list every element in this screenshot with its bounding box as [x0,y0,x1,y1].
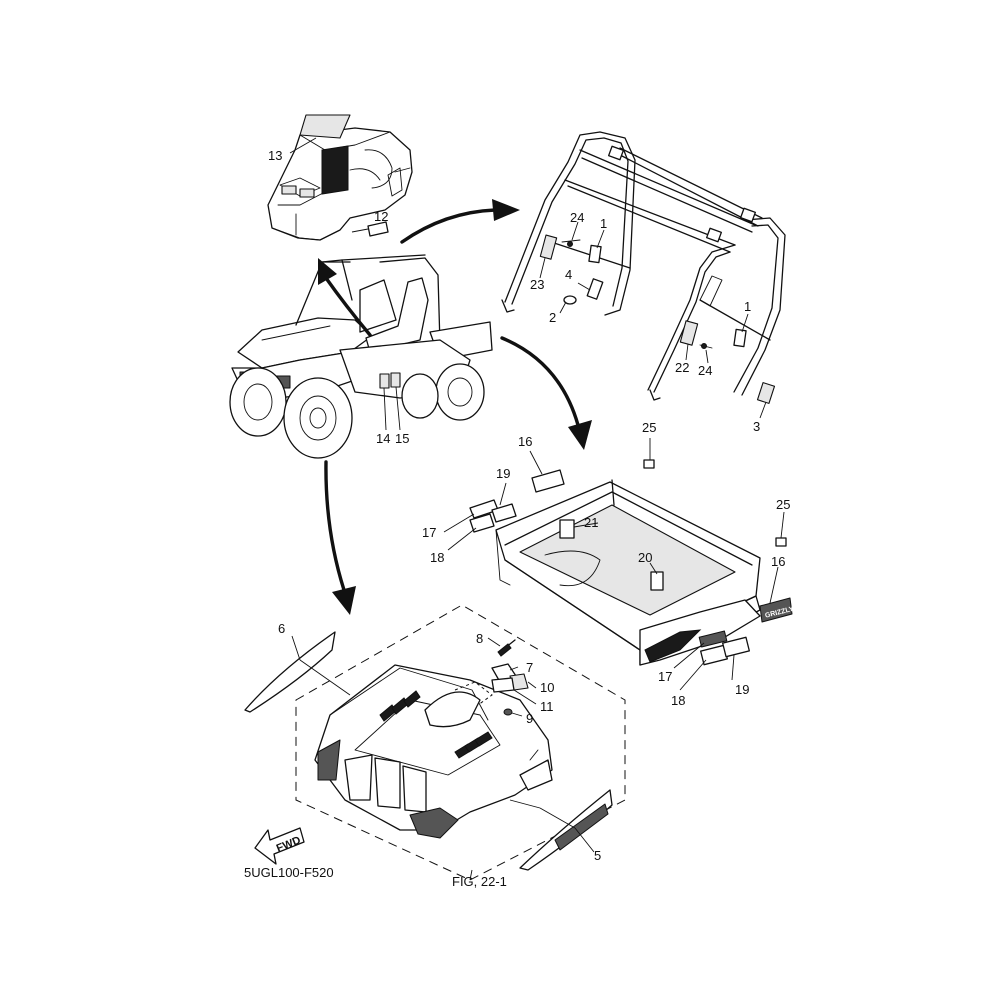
cargo-bed: GRIZZLY [469,459,795,666]
label-8: 8 [476,631,483,646]
figure-code: 5UGL100-F520 [244,865,334,880]
dash-vent-slot-icon [321,145,349,195]
decal-4 [586,278,604,300]
decal-6 [244,631,336,713]
label-17-a: 17 [422,525,436,540]
label-2: 2 [549,310,556,325]
decal-12 [367,221,389,237]
label-1-b: 1 [744,299,751,314]
label-14: 14 [376,431,390,446]
leader-lines [289,137,785,881]
decal-8 [497,643,512,657]
decal-1-a [588,244,602,264]
label-19-b: 19 [735,682,749,697]
front-right-wheel [283,377,353,459]
dash-panel-assembly [267,114,413,241]
vehicle-overview [229,254,493,459]
decal-25-a [643,459,655,469]
rear-wheel [435,363,485,421]
label-7: 7 [526,660,533,675]
label-3: 3 [753,419,760,434]
label-13: 13 [268,148,282,163]
label-1-a: 1 [600,216,607,231]
part-number-labels: 13 12 24 1 4 23 2 1 22 24 3 14 15 16 25 … [268,148,790,863]
label-11: 11 [540,699,554,714]
decal-13 [299,114,351,139]
decal-25-b [775,537,787,547]
front-left-wheel [229,367,287,437]
label-22: 22 [675,360,689,375]
decal-5 [519,789,613,871]
decal-2 [563,295,577,305]
roll-cage [501,131,786,404]
label-19-a: 19 [496,466,510,481]
decal-17-b [698,630,728,648]
decal-15 [390,372,401,388]
decal-23 [539,234,558,260]
decal-21 [559,519,575,539]
label-6: 6 [278,621,285,636]
decal-11 [491,677,515,693]
decal-18-a [469,513,495,533]
label-16-b: 16 [771,554,785,569]
label-20: 20 [638,550,652,565]
label-15: 15 [395,431,409,446]
decal-16-a [531,469,565,493]
label-12: 12 [374,209,388,224]
decal-9 [503,708,513,716]
decal-20 [650,571,664,591]
label-25-a: 25 [642,420,656,435]
label-5: 5 [594,848,601,863]
label-23: 23 [530,277,544,292]
label-24-a: 24 [570,210,584,225]
label-18-a: 18 [430,550,444,565]
label-25-b: 25 [776,497,790,512]
label-16-a: 16 [518,434,532,449]
label-17-b: 17 [658,669,672,684]
label-4: 4 [565,267,572,282]
decal-3 [756,382,776,404]
flow-arrows [318,199,592,615]
front-cowl-group: RHINO [244,604,626,881]
decal-22 [679,320,699,346]
label-21: 21 [584,515,598,530]
decal-19-b [722,636,750,658]
decal-16-b [759,597,793,623]
label-18-b: 18 [671,693,685,708]
fig-reference: FIG, 22-1 [452,874,507,889]
decal-19-a [491,503,517,523]
fwd-direction-badge: FWD [254,827,305,865]
label-9: 9 [526,711,533,726]
label-24-b: 24 [698,363,712,378]
decal-1-b [733,328,747,348]
label-10: 10 [540,680,554,695]
decal-14 [379,373,390,389]
fig-22-1-boundary [295,604,626,881]
